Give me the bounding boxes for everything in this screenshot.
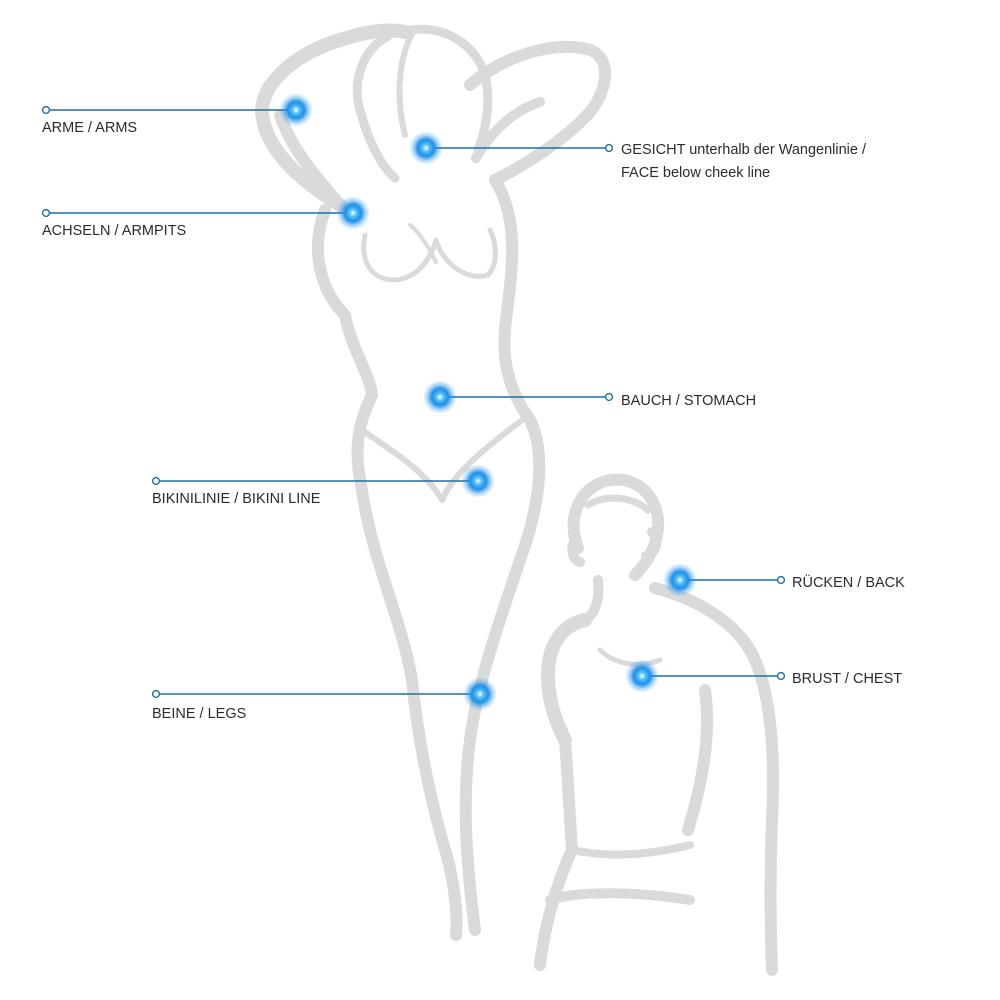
label-face-line1: GESICHT unterhalb der Wangenlinie / <box>621 139 866 161</box>
leader-endpoint-face <box>606 145 613 152</box>
label-bikini: BIKINILINIE / BIKINI LINE <box>152 488 320 510</box>
marker-legs <box>463 677 497 711</box>
leader-endpoint-arms <box>43 107 50 114</box>
leader-endpoint-armpits <box>43 210 50 217</box>
marker-armpits <box>336 196 370 230</box>
marker-bikini <box>461 464 495 498</box>
label-back: RÜCKEN / BACK <box>792 572 905 594</box>
marker-stomach <box>423 380 457 414</box>
label-face-line2: FACE below cheek line <box>621 162 770 184</box>
leader-endpoint-legs <box>153 691 160 698</box>
marker-back <box>663 563 697 597</box>
leader-endpoint-back <box>778 577 785 584</box>
marker-face <box>409 131 443 165</box>
leader-endpoint-bikini <box>153 478 160 485</box>
label-stomach: BAUCH / STOMACH <box>621 390 756 412</box>
marker-arms <box>279 93 313 127</box>
label-legs: BEINE / LEGS <box>152 703 246 725</box>
male-silhouette <box>540 480 773 970</box>
female-silhouette <box>262 29 605 935</box>
label-armpits: ACHSELN / ARMPITS <box>42 220 186 242</box>
label-arms: ARME / ARMS <box>42 117 137 139</box>
marker-chest <box>625 659 659 693</box>
leader-endpoint-stomach <box>606 394 613 401</box>
leader-endpoint-chest <box>778 673 785 680</box>
label-chest: BRUST / CHEST <box>792 668 902 690</box>
